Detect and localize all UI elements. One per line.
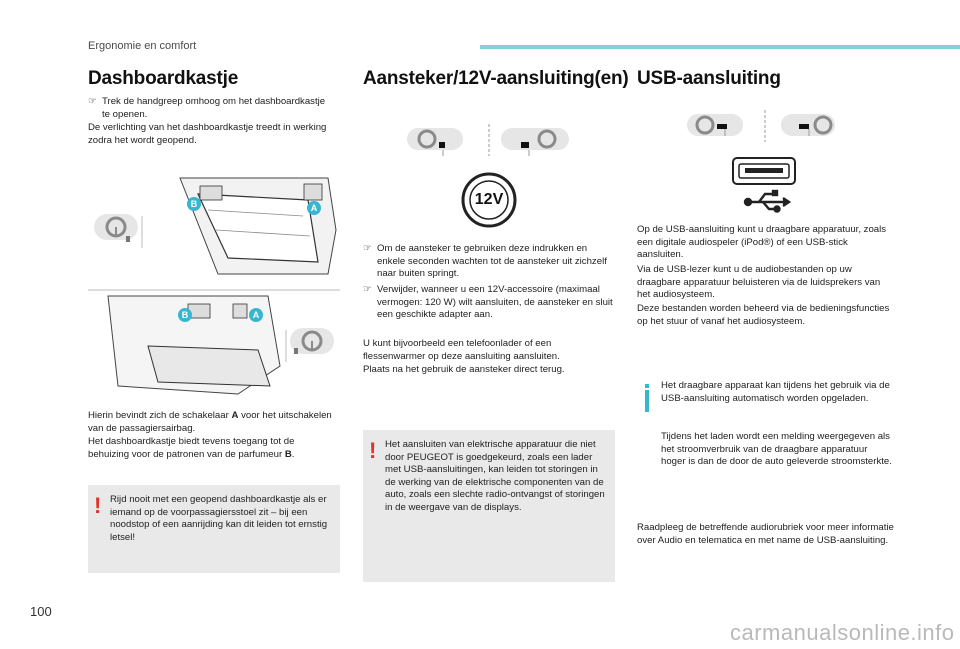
badge-a-top: A <box>307 201 321 215</box>
col1-bullet-1-text: Trek de handgreep omhoog om het dashboar… <box>102 96 326 120</box>
badge-a-bottom: A <box>249 308 263 322</box>
col3-info-box: Het draagbare apparaat kan tijdens het g… <box>637 378 897 490</box>
col3-info-text-2: Tijdens het laden wordt een melding weer… <box>661 431 892 468</box>
info-icon-dot <box>645 384 649 388</box>
badge-b-top: B <box>187 197 201 211</box>
arrow-bullet-icon: ☞ <box>88 96 97 107</box>
col1-para-1: De verlichting van het dashboardkastje t… <box>88 122 327 146</box>
arrow-bullet-icon: ☞ <box>363 243 372 254</box>
badge-b-bottom: B <box>178 308 192 322</box>
page-number: 100 <box>30 604 52 619</box>
arrow-bullet-icon: ☞ <box>363 284 372 295</box>
dashboard-pictogram-icon <box>501 128 569 156</box>
usb-illustration <box>687 110 835 213</box>
aansteker-title: Aansteker/12V-aansluiting(en) <box>363 68 629 89</box>
col3-para-2: Via de USB-lezer kunt u de audiobestande… <box>637 264 881 301</box>
col3-info-text-1: Het draagbare apparaat kan tijdens het g… <box>661 380 890 404</box>
glovebox-illustration-bottom <box>88 286 340 398</box>
dashboard-pictogram-icon <box>687 114 743 136</box>
col3-para-3: Deze bestanden worden beheerd via de bed… <box>637 303 890 327</box>
glovebox-illustration-top <box>88 170 340 282</box>
col1-para-3: Het dashboardkastje biedt tevens toegang… <box>88 436 295 460</box>
col1-warning-text: Rijd nooit met een geopend dashboardkast… <box>110 494 328 543</box>
col2-para-1: U kunt bijvoorbeeld een telefoonlader of… <box>363 338 560 362</box>
col2-warning-text: Het aansluiten van elektrische apparatuu… <box>385 439 605 513</box>
section-accent-bar <box>480 45 960 49</box>
warning-icon: ! <box>369 438 377 463</box>
col1-para-2: Hierin bevindt zich de schakelaar A voor… <box>88 410 332 434</box>
warning-icon: ! <box>94 493 102 518</box>
watermark: carmanualsonline.info <box>730 620 955 645</box>
col2-para-2: Plaats na het gebruik de aansteker direc… <box>363 364 565 375</box>
dashboard-pictogram-icon <box>407 128 463 156</box>
usb-title: USB-aansluiting <box>637 68 781 89</box>
socket-12v-label: 12V <box>474 191 504 208</box>
info-icon <box>645 390 649 412</box>
col2-bullet-2: ☞ Verwijder, wanneer u een 12V-accessoir… <box>363 284 613 321</box>
col1-bullet-1: ☞ Trek de handgreep omhoog om het dashbo… <box>88 96 333 121</box>
dashboardkastje-title: Dashboardkastje <box>88 68 239 89</box>
usb-symbol-icon <box>743 189 792 213</box>
col2-warning-box: ! Het aansluiten van elektrische apparat… <box>363 430 615 582</box>
dashboard-pictogram-icon <box>285 328 334 362</box>
col2-bullet-1: ☞ Om de aansteker te gebruiken deze indr… <box>363 243 607 280</box>
section-label: Ergonomie en comfort <box>88 40 197 52</box>
col3-para-1: Op de USB-aansluiting kunt u draagbare a… <box>637 224 887 261</box>
dashboard-pictogram-icon <box>94 214 143 248</box>
col3-para-4: Raadpleeg de betreffende audiorubriek vo… <box>637 522 894 546</box>
lighter-illustration <box>407 124 569 228</box>
col1-warning-box: ! Rijd nooit met een geopend dashboardka… <box>88 485 340 573</box>
dashboard-pictogram-icon <box>781 114 835 136</box>
